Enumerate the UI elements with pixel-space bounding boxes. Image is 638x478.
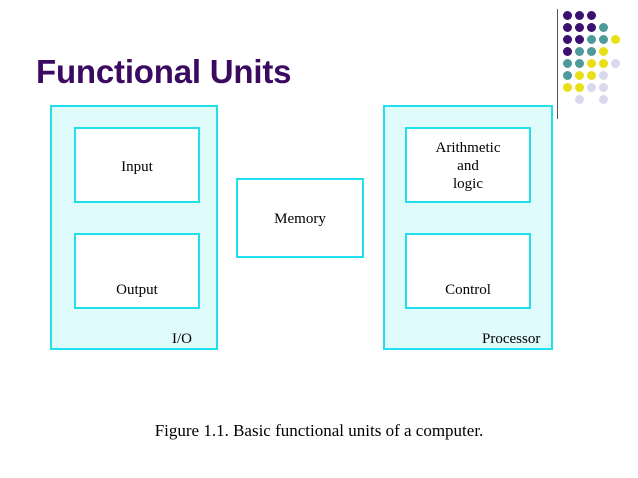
decorative-vertical-rule	[557, 9, 558, 119]
decorative-dot	[575, 47, 584, 56]
decorative-dot	[563, 23, 572, 32]
decorative-dot	[575, 95, 584, 104]
processor-unit-label: Processor	[482, 331, 541, 347]
decorative-dot	[599, 23, 608, 32]
decorative-dot	[563, 59, 572, 68]
decorative-dot	[587, 71, 596, 80]
decorative-dot	[563, 47, 572, 56]
decorative-dot	[575, 83, 584, 92]
decorative-dot	[563, 71, 572, 80]
decorative-dot	[599, 47, 608, 56]
decorative-dot	[611, 59, 620, 68]
decorative-dot	[599, 59, 608, 68]
control-block: Control	[405, 233, 531, 309]
decorative-dot	[587, 35, 596, 44]
decorative-dot	[611, 35, 620, 44]
decorative-dot	[587, 83, 596, 92]
memory-block-label: Memory	[274, 211, 326, 227]
input-block: Input	[74, 127, 200, 203]
memory-block: Memory	[236, 178, 364, 258]
output-block-label: Output	[116, 282, 158, 298]
decorative-dot	[587, 11, 596, 20]
io-unit-container: Input Output I/O	[50, 105, 218, 350]
decorative-dot-grid	[563, 11, 635, 107]
decorative-dot	[599, 71, 608, 80]
decorative-dot	[575, 59, 584, 68]
decorative-dot	[563, 11, 572, 20]
input-block-label: Input	[121, 159, 153, 175]
decorative-dot	[587, 59, 596, 68]
decorative-dot	[599, 95, 608, 104]
decorative-dot	[575, 71, 584, 80]
decorative-dot	[599, 83, 608, 92]
decorative-dot	[599, 35, 608, 44]
io-unit-label: I/O	[172, 331, 192, 347]
output-block: Output	[74, 233, 200, 309]
decorative-dot	[563, 35, 572, 44]
decorative-dot	[587, 47, 596, 56]
decorative-dot	[575, 11, 584, 20]
decorative-dot	[587, 23, 596, 32]
figure-caption: Figure 1.1. Basic functional units of a …	[154, 421, 484, 440]
decorative-dot	[575, 35, 584, 44]
page-title: Functional Units	[36, 53, 292, 90]
decorative-dot	[563, 83, 572, 92]
control-block-label: Control	[445, 282, 491, 298]
decorative-dot	[575, 23, 584, 32]
